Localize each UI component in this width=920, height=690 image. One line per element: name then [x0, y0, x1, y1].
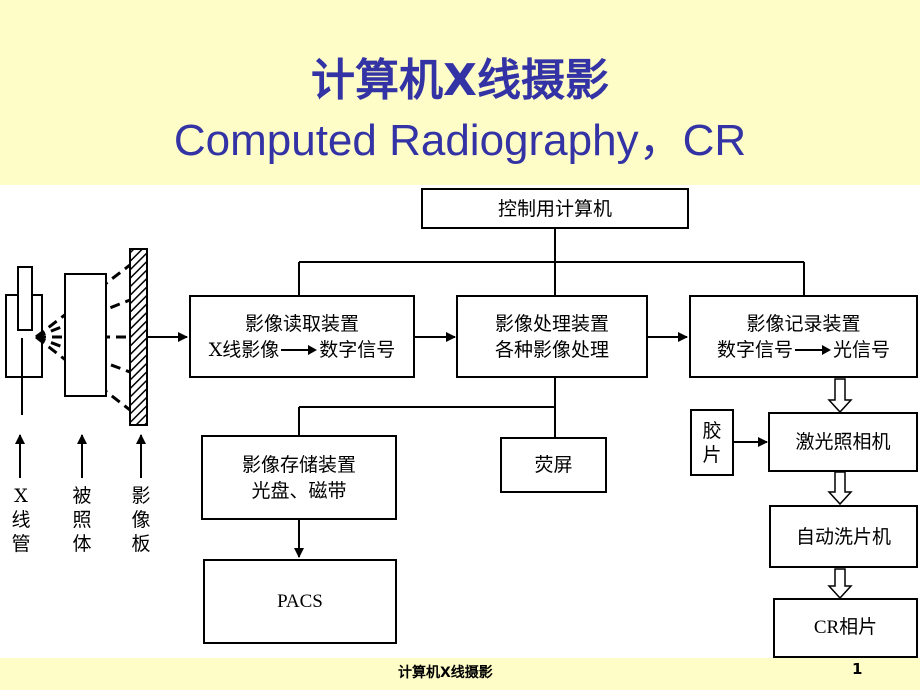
image-storage-sub: 光盘、磁带	[251, 479, 347, 502]
footer-title: 计算机X线摄影	[398, 665, 493, 681]
film-label-top: 胶	[702, 419, 722, 442]
image-storage-box: 影像存储装置 光盘、磁带	[201, 435, 397, 520]
laser-camera-label: 激光照相机	[795, 431, 891, 453]
image-recorder-box: 影像记录装置 数字信号 光信号	[689, 295, 918, 378]
image-reader-output: 数字信号	[319, 338, 396, 361]
image-recorder-output: 光信号	[833, 338, 891, 361]
image-reader-title: 影像读取装置	[244, 312, 359, 335]
label-imaging-plate: 影 像 板	[131, 485, 151, 555]
image-recorder-title: 影像记录装置	[746, 312, 861, 335]
label-xray-tube: X 线 管	[11, 485, 31, 555]
image-processor-box: 影像处理装置 各种影像处理	[456, 295, 648, 378]
image-reader-box: 影像读取装置 X线影像 数字信号	[189, 295, 415, 378]
right-arrow-icon	[281, 344, 318, 355]
pacs-box: PACS	[203, 559, 397, 644]
xray-tube-icon	[5, 266, 43, 415]
cr-photo-box: CR相片	[773, 598, 918, 658]
image-processor-title: 影像处理装置	[494, 312, 609, 335]
screen-box: 荧屏	[500, 437, 607, 493]
title-english: Computed Radiography，CR	[173, 116, 747, 165]
image-processor-sub: 各种影像处理	[494, 338, 609, 361]
diagram-panel	[0, 185, 920, 658]
page-number: 1	[852, 660, 863, 678]
image-recorder-input: 数字信号	[716, 338, 793, 361]
subject-body	[64, 273, 107, 397]
title-chinese: 计算机X线摄影	[311, 55, 609, 106]
control-computer-label: 控制用计算机	[497, 197, 612, 220]
auto-processor-label: 自动洗片机	[795, 525, 891, 548]
double-arrows	[827, 378, 853, 600]
label-subject: 被 照 体	[72, 485, 92, 555]
film-label-bottom: 片	[702, 443, 722, 466]
cr-photo-label: CR相片	[813, 617, 878, 638]
image-storage-title: 影像存储装置	[241, 453, 356, 476]
right-arrow-icon	[795, 344, 831, 355]
auto-processor-box: 自动洗片机	[769, 505, 918, 568]
pacs-label: PACS	[277, 590, 323, 612]
screen-label: 荧屏	[534, 454, 573, 476]
imaging-plate-icon	[129, 248, 148, 426]
footer-bar	[0, 658, 920, 690]
film-box: 胶 片	[690, 409, 734, 476]
control-computer-box: 控制用计算机	[421, 188, 689, 229]
image-reader-input: X线影像	[208, 338, 280, 361]
laser-camera-box: 激光照相机	[768, 412, 918, 472]
